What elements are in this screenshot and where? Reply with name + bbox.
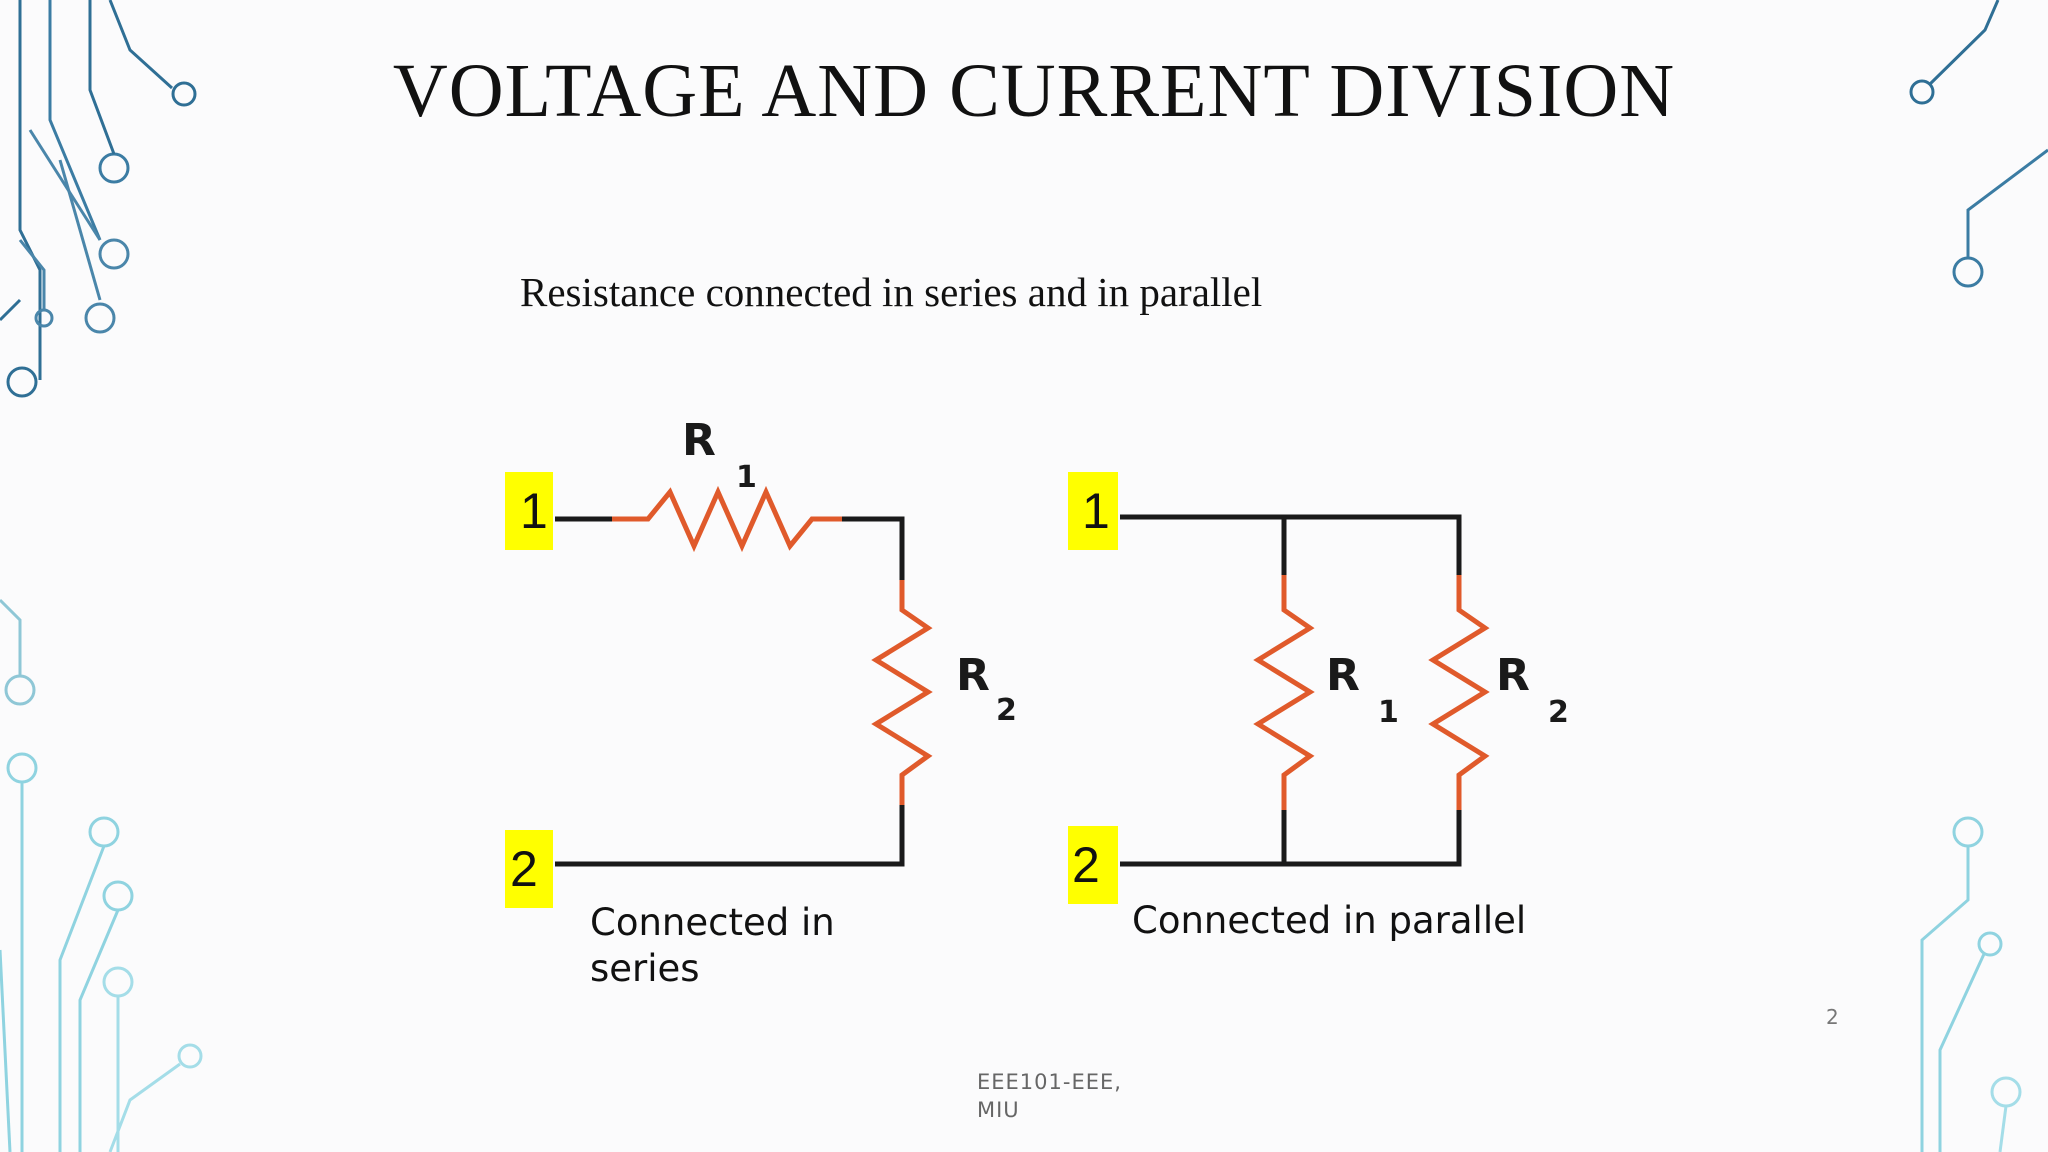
series-r2-subscript: 2 [996, 693, 1017, 728]
parallel-resistor-r2 [1428, 575, 1490, 810]
series-resistor-r2 [871, 580, 933, 805]
series-terminal-1-bg [505, 472, 553, 550]
slide-subtitle: Resistance connected in series and in pa… [520, 269, 1263, 315]
series-r1-label: R [682, 415, 716, 466]
series-resistor-r1 [612, 485, 842, 553]
series-terminal-1: 1 [520, 483, 548, 539]
parallel-terminal-1: 1 [1082, 483, 1110, 539]
slide-footer: EEE101-EEE, MIU [977, 1070, 1122, 1122]
circuit-trace-top-right [1909, 0, 2048, 288]
circuit-trace-bottom-right [1920, 816, 2022, 1152]
series-terminal-2: 2 [510, 841, 538, 897]
parallel-wire-bottom [1120, 810, 1462, 867]
series-r1-subscript: 1 [736, 460, 757, 495]
slide-title: VOLTAGE AND CURRENT DIVISION [392, 49, 1676, 133]
parallel-wire-top [1120, 514, 1462, 575]
series-caption: Connected in series [590, 901, 835, 990]
series-circuit: 1 2 R 1 R 2 [505, 415, 1017, 908]
series-wire-bottom [555, 805, 905, 867]
series-wire-top-right [842, 516, 905, 580]
parallel-terminal-2-bg [1068, 826, 1118, 904]
circuit-trace-top-left [0, 0, 197, 398]
parallel-r1-label: R [1326, 650, 1360, 701]
parallel-terminal-2: 2 [1072, 837, 1100, 893]
series-r2-label: R [956, 650, 990, 701]
parallel-r1-subscript: 1 [1378, 695, 1399, 730]
parallel-circuit: 1 2 R 1 R 2 [1068, 472, 1569, 904]
parallel-r2-label: R [1496, 650, 1530, 701]
page-number: 2 [1826, 1005, 1839, 1029]
series-terminal-2-bg [505, 830, 553, 908]
parallel-terminal-1-bg [1068, 472, 1118, 550]
circuit-trace-bottom-left [0, 598, 203, 1152]
parallel-resistor-r1 [1253, 575, 1315, 810]
parallel-r2-subscript: 2 [1548, 695, 1569, 730]
parallel-caption: Connected in parallel [1132, 899, 1527, 942]
